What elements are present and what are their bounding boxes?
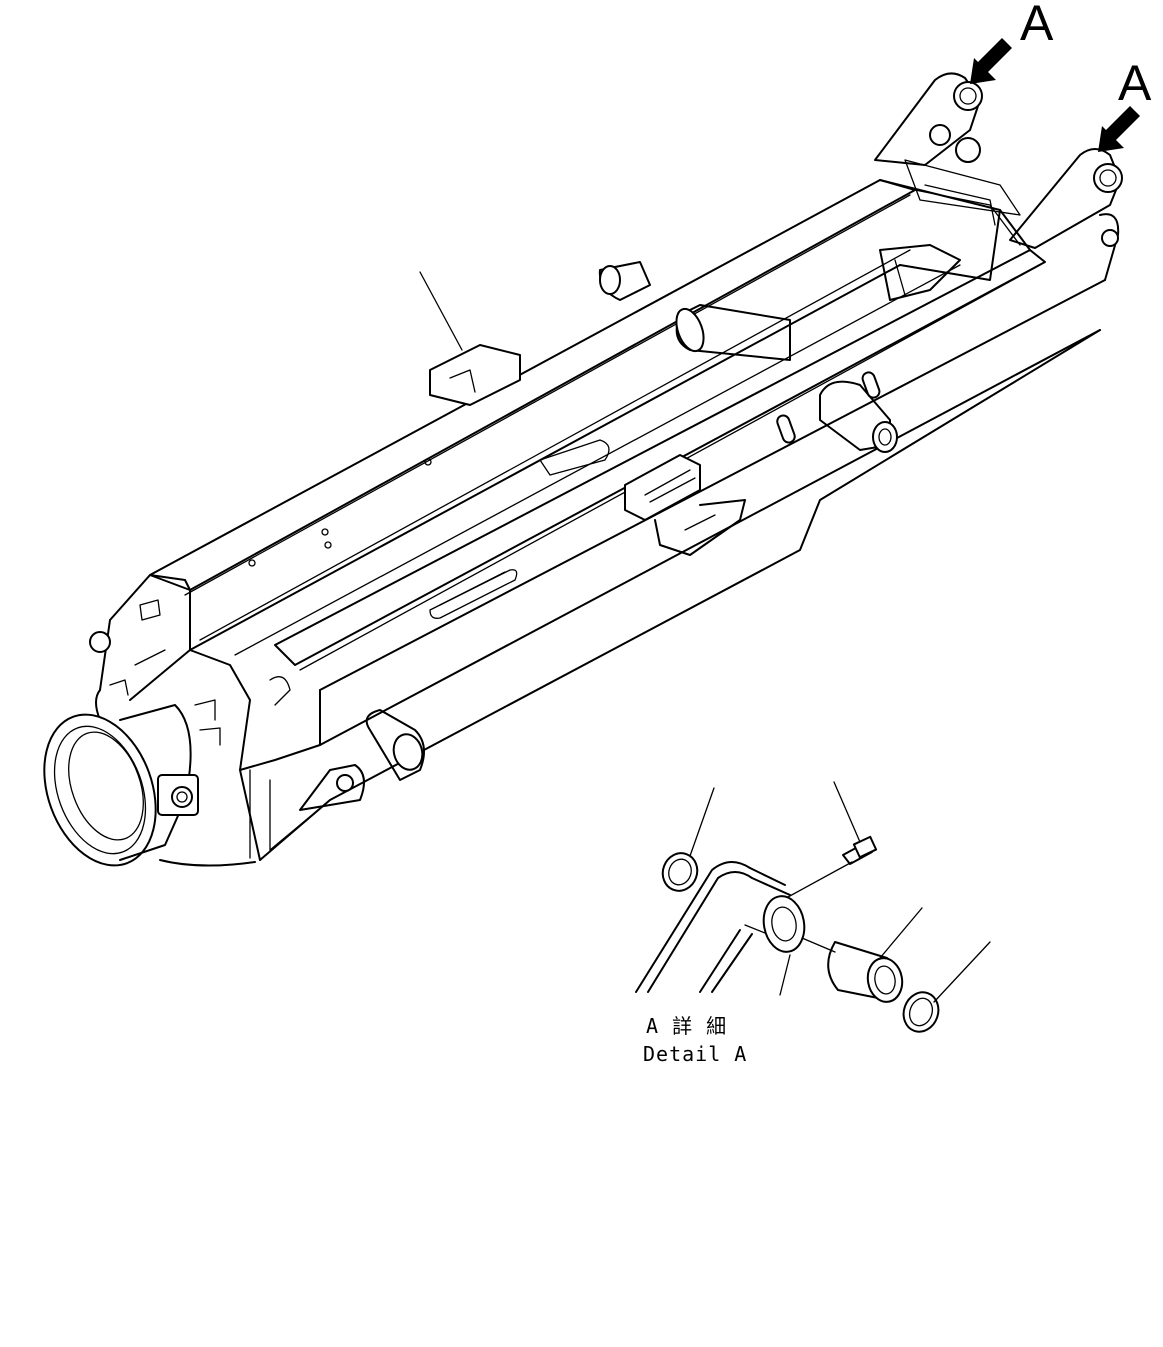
retaining-ring-upper <box>661 852 699 892</box>
view-arrow-a-1 <box>970 38 1012 84</box>
main-frame <box>149 72 1123 861</box>
view-label-a-1: A <box>1020 0 1054 51</box>
front-housing <box>43 574 331 867</box>
grease-fitting <box>787 835 878 898</box>
leader-line-bushing <box>879 907 923 959</box>
retaining-ring-lower <box>902 991 940 1033</box>
leader-line-ring-upper <box>689 787 715 857</box>
bushing <box>801 937 904 1003</box>
leader-line-frame <box>419 271 463 351</box>
leader-line-ring-lower <box>933 941 991 1003</box>
detail-caption-jp: A 詳 細 <box>646 1014 727 1038</box>
leader-line-fitting <box>833 781 861 843</box>
view-arrow-a-2 <box>1098 106 1140 152</box>
view-label-a-2: A <box>1118 55 1152 111</box>
detail-caption-en: Detail A <box>643 1042 747 1066</box>
detail-a-view <box>635 781 991 1033</box>
